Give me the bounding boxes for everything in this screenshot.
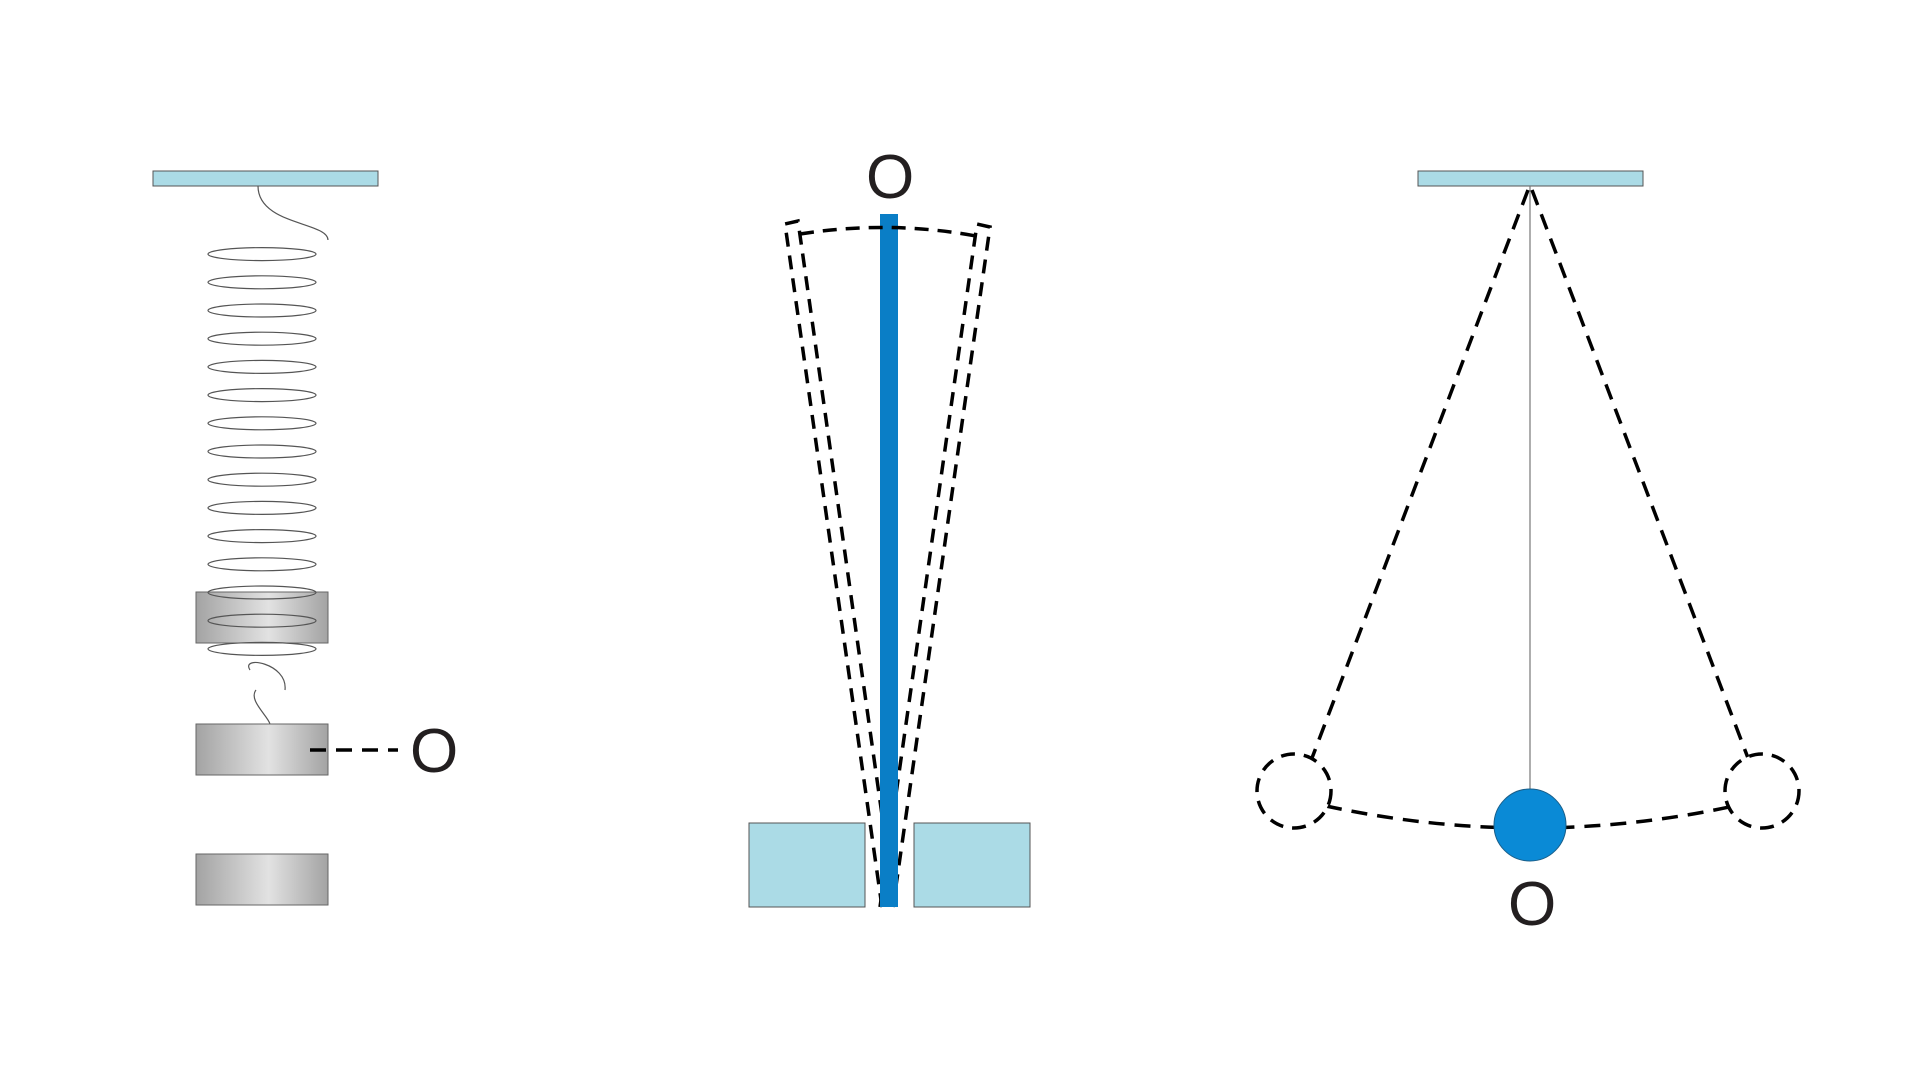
spring-coil-turn xyxy=(207,388,317,403)
spring-coil-turn xyxy=(207,557,317,572)
spring-top-hook xyxy=(257,185,329,241)
bob-left-extreme xyxy=(1255,752,1333,830)
spring-coil-turn xyxy=(207,416,317,431)
spring-coil-turn xyxy=(207,528,317,544)
pendulum-right-string-dashed xyxy=(1530,189,1750,759)
rod-left-deflection-outline xyxy=(783,218,897,908)
spring-coil-turn xyxy=(207,247,317,262)
spring-coil-turn xyxy=(207,585,317,600)
spring-coil-turn xyxy=(207,641,317,657)
spring-coil-turn xyxy=(207,275,317,290)
spring-coil-turn xyxy=(207,472,317,487)
pendulum-bob xyxy=(1493,788,1567,862)
clamp-right-block xyxy=(913,822,1031,908)
bob-right-extreme xyxy=(1723,752,1801,830)
pendulum-equilibrium-label: O xyxy=(1508,870,1556,939)
spring-equilibrium-label: O xyxy=(410,717,458,786)
pendulum-left-string-dashed xyxy=(1310,189,1530,759)
mass-equilibrium-position xyxy=(195,723,329,776)
spring-ceiling xyxy=(152,170,379,187)
spring-coil xyxy=(207,247,317,657)
spring-coil-turn xyxy=(207,359,317,374)
spring-coil-turn xyxy=(207,303,317,318)
rod-pivot-label: O xyxy=(866,143,914,212)
rod-right-deflection-outline xyxy=(878,221,992,908)
rod-oscillator: O xyxy=(748,143,1031,908)
spring-coil-turn xyxy=(207,444,317,459)
spring-oscillator: O xyxy=(152,170,458,906)
pendulum-swing-arc xyxy=(1325,804,1735,830)
spring-coil-turn xyxy=(207,500,317,515)
clamp-left-block xyxy=(748,822,866,908)
pendulum-ceiling xyxy=(1417,170,1644,187)
pendulum-oscillator: O xyxy=(1255,170,1801,939)
rod-equilibrium xyxy=(880,214,898,907)
spring-bottom-hook xyxy=(248,662,286,725)
spring-coil-turn xyxy=(207,331,317,346)
mass-lower-position xyxy=(195,853,329,906)
spring-coil-turn xyxy=(207,613,317,628)
